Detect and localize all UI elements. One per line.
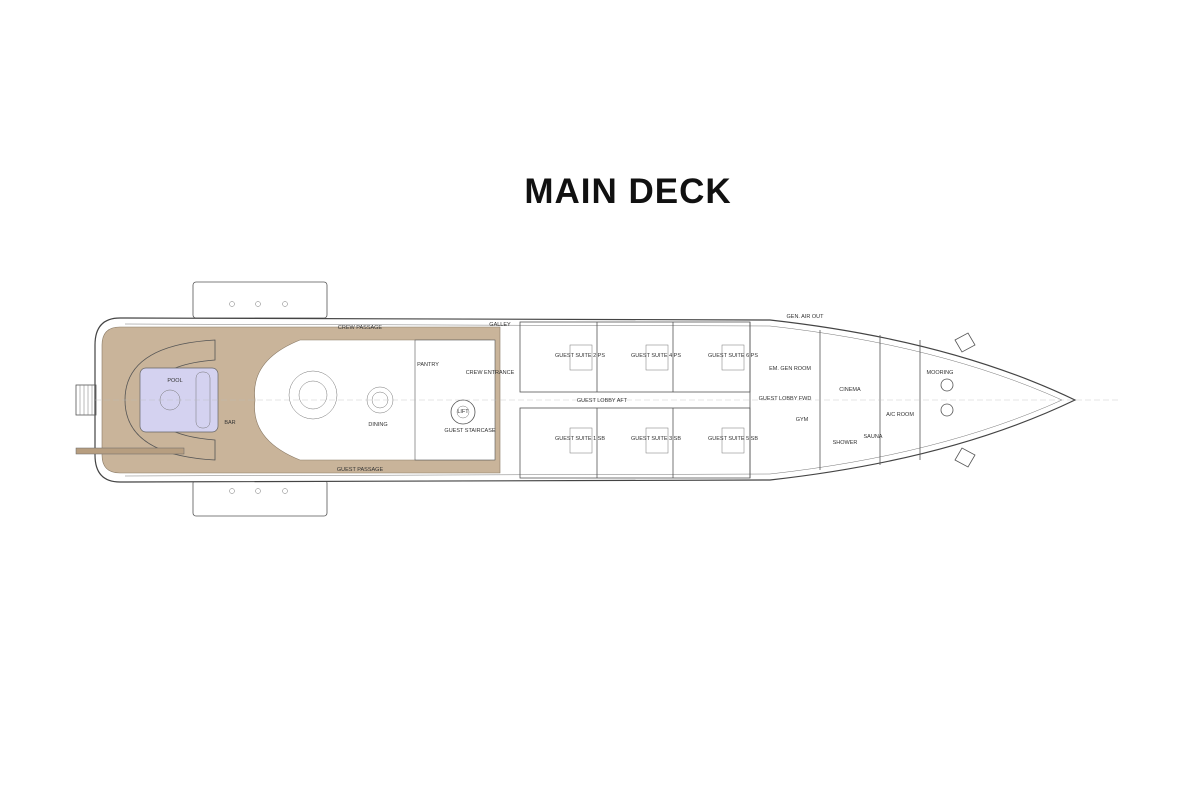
label-pool: POOL (167, 378, 182, 384)
label-suite-1: GUEST SUITE 1 SB (555, 436, 605, 442)
bow-fin-port (954, 332, 976, 353)
label-lobby-fwd: GUEST LOBBY FWD (759, 396, 812, 402)
label-crew-entrance: CREW ENTRANCE (466, 370, 515, 376)
label-suite-2: GUEST SUITE 2 PS (555, 353, 605, 359)
spiral-staircase-icon (450, 399, 476, 425)
label-guest-passage: GUEST PASSAGE (337, 467, 384, 473)
bow-fin-starboard (954, 447, 976, 468)
label-bar: BAR (224, 420, 235, 426)
stern-stairs (75, 384, 97, 416)
label-shower: SHOWER (833, 440, 858, 446)
label-pantry: PANTRY (417, 362, 439, 368)
label-gen-air-out: GEN. AIR OUT (787, 314, 825, 320)
label-lobby-aft: GUEST LOBBY AFT (577, 398, 628, 404)
platform-bollards (229, 301, 288, 494)
label-suite-6: GUEST SUITE 6 PS (708, 353, 758, 359)
label-mooring: MOORING (927, 370, 954, 376)
label-lift: LIFT (457, 409, 469, 415)
side-platform-port (192, 281, 328, 319)
label-guest-staircase: GUEST STAIRCASE (444, 428, 495, 434)
label-gym: GYM (796, 417, 809, 423)
side-platform-starboard (192, 479, 328, 517)
capstan-starboard-icon (940, 403, 954, 417)
passerelle (75, 447, 185, 455)
beds (569, 344, 745, 454)
label-galley: GALLEY (489, 322, 511, 328)
label-crew-passage: CREW PASSAGE (338, 325, 383, 331)
label-ac-room: A/C ROOM (886, 412, 914, 418)
lounge-table-icon (288, 370, 338, 420)
deck-title: MAIN DECK (524, 172, 732, 211)
label-suite-5: GUEST SUITE 5 SB (708, 436, 758, 442)
label-suite-4: GUEST SUITE 4 PS (631, 353, 681, 359)
label-sauna: SAUNA (864, 434, 883, 440)
label-em-gen-room: EM. GEN ROOM (769, 366, 811, 372)
label-cinema: CINEMA (839, 387, 861, 393)
label-suite-3: GUEST SUITE 3 SB (631, 436, 681, 442)
capstan-port-icon (940, 378, 954, 392)
label-dining: DINING (368, 422, 387, 428)
aft-deck-wood (101, 326, 501, 474)
